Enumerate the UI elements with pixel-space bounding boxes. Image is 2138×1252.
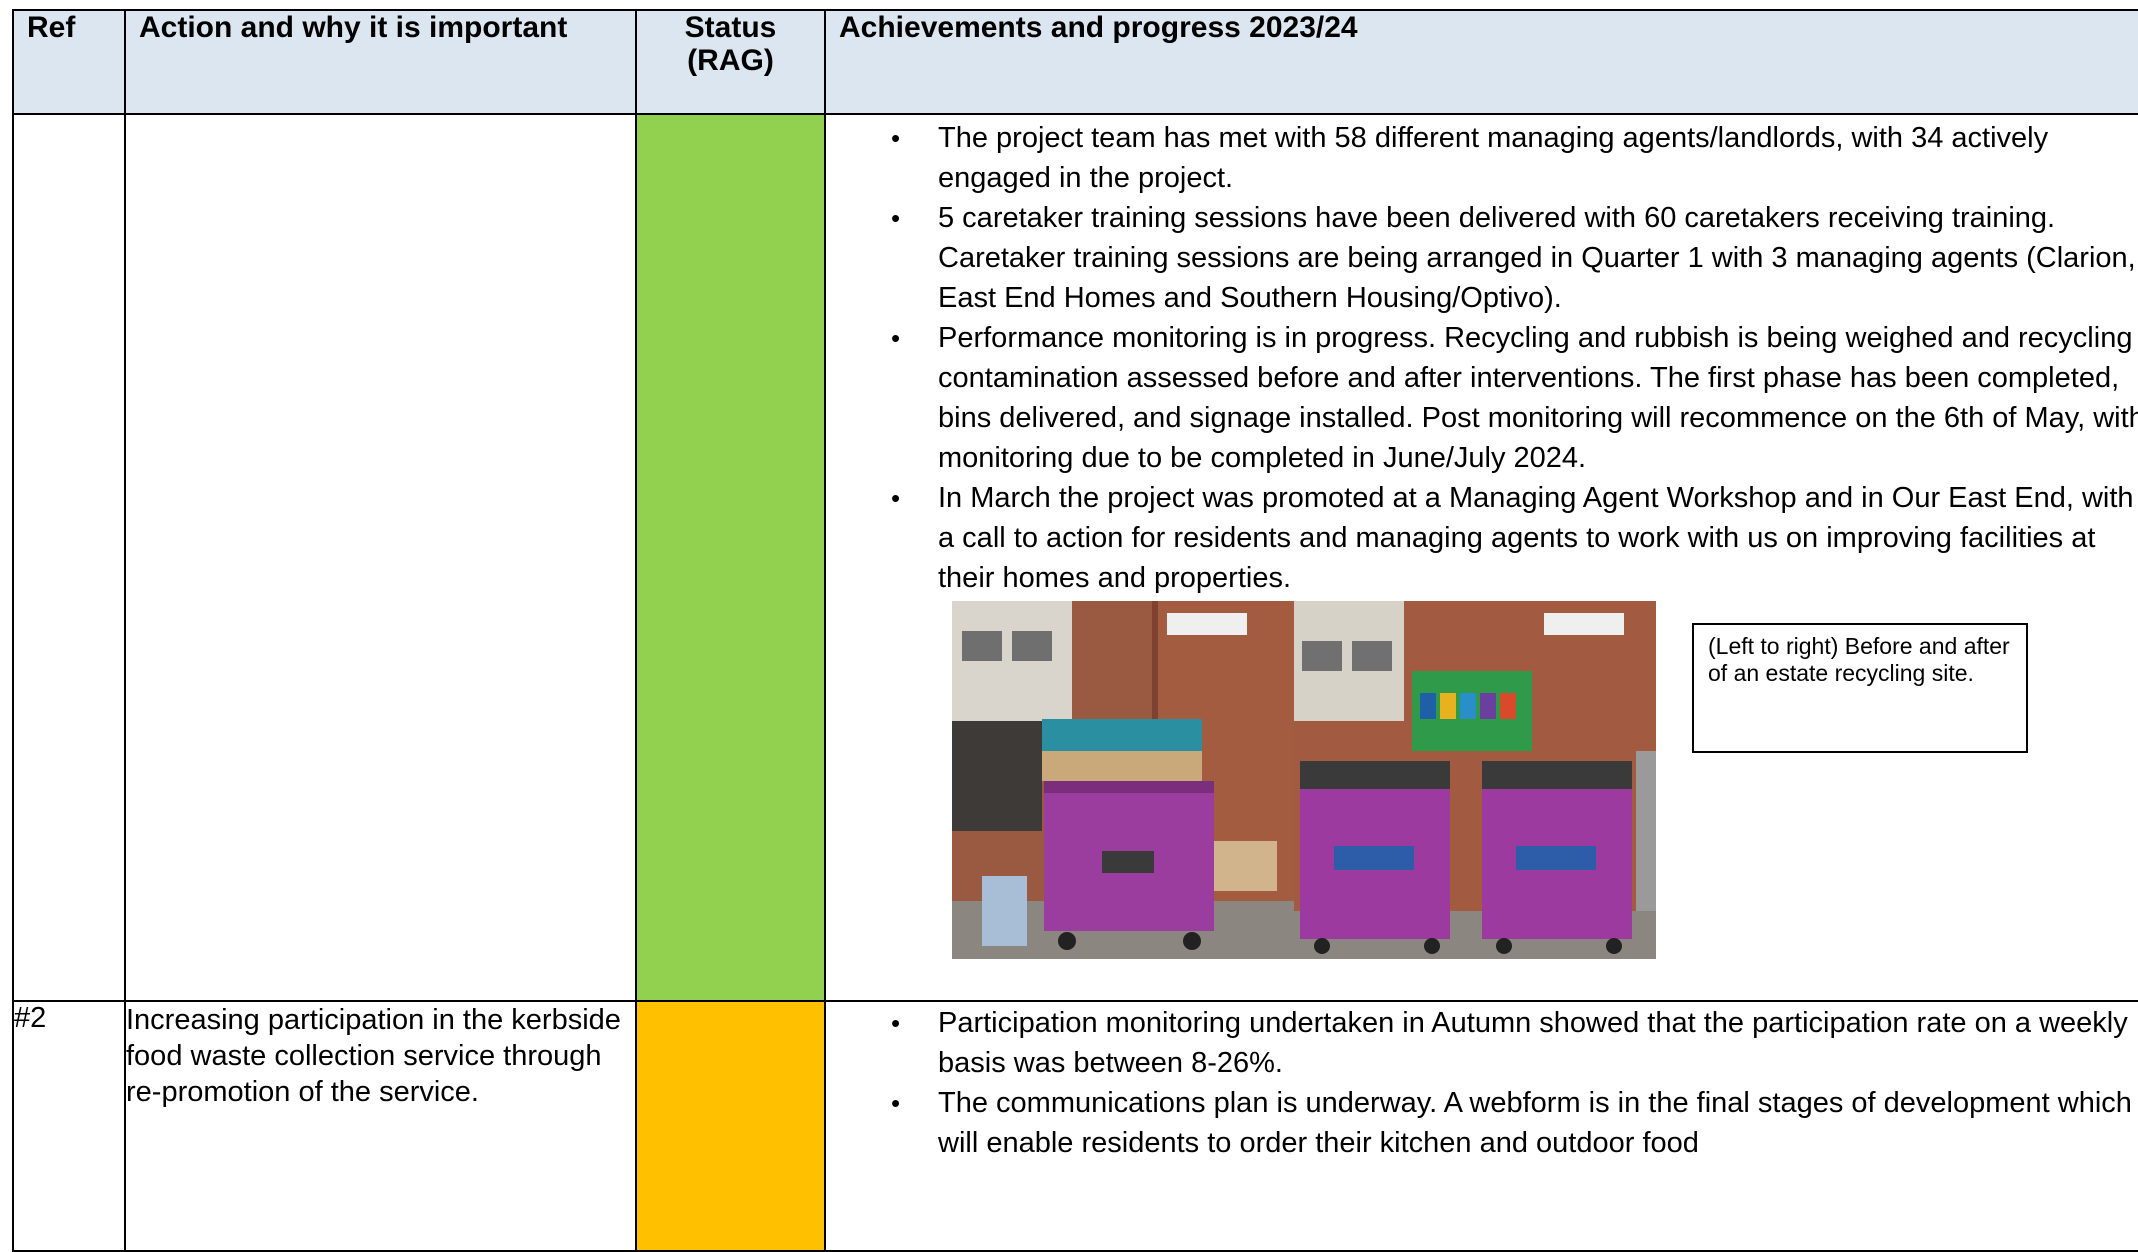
after-photo-illustration (1294, 601, 1656, 959)
row-action: Increasing participation in the kerbside… (124, 1000, 637, 1252)
table-row: #2 Increasing participation in the kerbs… (12, 1000, 2138, 1252)
row-progress: Participation monitoring undertaken in A… (824, 1000, 2138, 1252)
bullet-item: Participation monitoring undertaken in A… (891, 1003, 2138, 1083)
after-photo (1294, 601, 1656, 959)
header-row: Ref Action and why it is important Statu… (12, 9, 2138, 115)
row-ref: #2 (12, 1000, 126, 1252)
bullet-item: In March the project was promoted at a M… (891, 478, 2138, 598)
bullet-item: The communications plan is underway. A w… (891, 1083, 2138, 1163)
header-ref: Ref (12, 9, 126, 115)
photo-area: (Left to right) Before and after of an e… (826, 598, 2138, 978)
photo-caption: (Left to right) Before and after of an e… (1692, 623, 2028, 753)
before-photo-illustration (952, 601, 1294, 959)
header-status-line1: Status (684, 11, 777, 44)
header-achievements: Achievements and progress 2023/24 (824, 9, 2138, 115)
row-ref (12, 113, 126, 1002)
progress-table: Ref Action and why it is important Statu… (12, 9, 2138, 1252)
header-status-line2: (RAG) (687, 44, 774, 77)
row-action (124, 113, 637, 1002)
table-row: The project team has met with 58 differe… (12, 113, 2138, 1002)
bullet-item: Performance monitoring is in progress. R… (891, 318, 2138, 478)
header-action: Action and why it is important (124, 9, 637, 115)
row-progress: The project team has met with 58 differe… (824, 113, 2138, 1002)
bullet-item: The project team has met with 58 differe… (891, 118, 2138, 198)
header-status: Status (RAG) (635, 9, 826, 115)
progress-bullets: The project team has met with 58 differe… (826, 115, 2138, 598)
progress-bullets: Participation monitoring undertaken in A… (826, 1002, 2138, 1163)
status-rag-amber (635, 1000, 826, 1252)
bullet-item: 5 caretaker training sessions have been … (891, 198, 2138, 318)
before-photo (952, 601, 1294, 959)
status-rag-green (635, 113, 826, 1002)
